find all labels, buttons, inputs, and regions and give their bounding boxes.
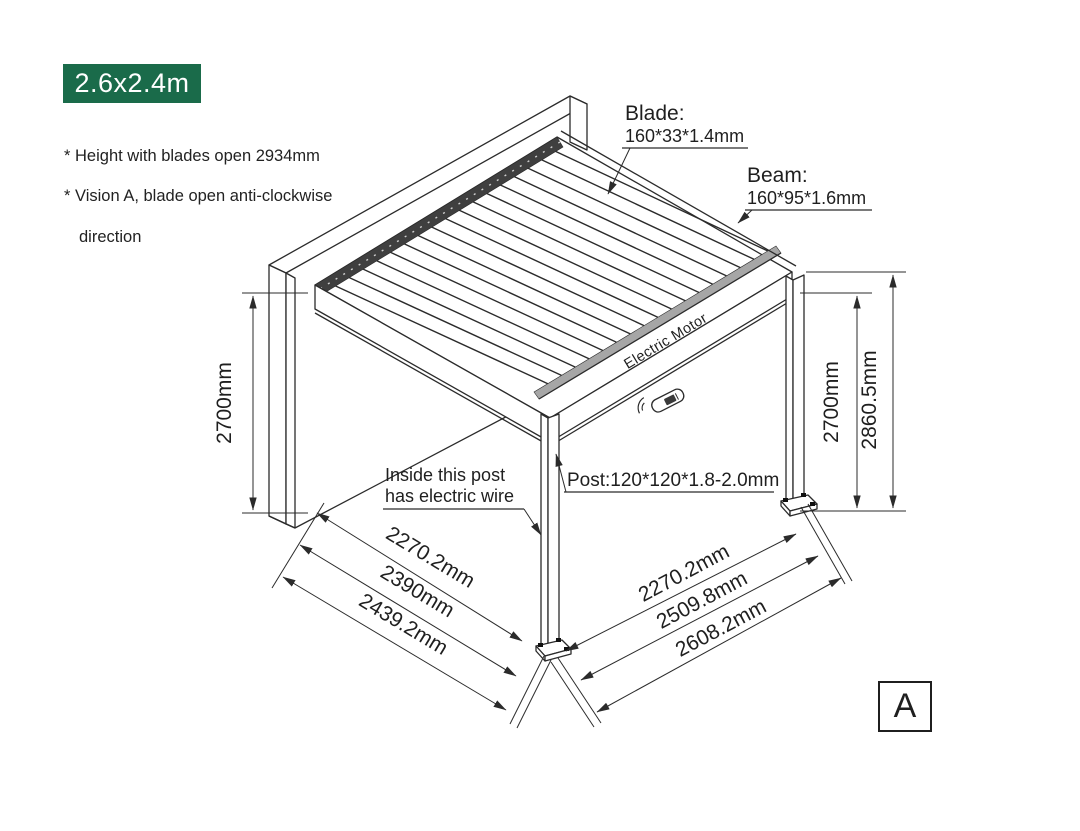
- louver-blade: [375, 259, 590, 360]
- louver-blade: [362, 268, 576, 368]
- roof-rim-line: [560, 130, 797, 267]
- louver-blade: [458, 209, 672, 310]
- footnote-height: * Height with blades open 2934mm: [64, 147, 320, 166]
- left-beam-lip: [314, 312, 551, 447]
- footnote-direction: direction: [79, 227, 142, 246]
- louver-blade: [513, 175, 727, 277]
- blade-callout-spec: 160*33*1.4mm: [625, 126, 744, 146]
- louvered-roof: [314, 130, 797, 447]
- louver-blade: [417, 234, 631, 335]
- size-badge-label: 2.6x2.4m: [74, 68, 190, 98]
- wall: [268, 95, 588, 529]
- louver-blade: [485, 192, 700, 294]
- post-callout-label: Post:120*120*1.8-2.0mm: [567, 470, 779, 491]
- louver-blade: [499, 184, 714, 285]
- louver-blades: [334, 150, 769, 385]
- anchor-bolt: [810, 502, 815, 506]
- dim-left-height-value: 2700mm: [213, 362, 236, 444]
- wire-callout-line2: has electric wire: [385, 486, 514, 506]
- louver-blade: [554, 150, 769, 252]
- size-badge: 2.6x2.4m: [63, 64, 201, 103]
- dimension-left-depths: 2270.2mm 2390mm 2439.2mm: [271, 502, 552, 729]
- louver-blade: [334, 284, 549, 385]
- anchor-bolt: [538, 643, 543, 647]
- louver-blade: [389, 251, 604, 352]
- louver-blade: [430, 226, 645, 327]
- dimension-left-height: 2700mm: [213, 292, 308, 514]
- dim-right-inner-value: 2700mm: [820, 361, 843, 443]
- remote-control-icon: [637, 388, 685, 414]
- dim-right-outer-value: 2860.5mm: [858, 350, 881, 449]
- anchor-bolt: [801, 493, 806, 497]
- dimension-right-widths: 2270.2mm 2509.8mm 2608.2mm: [550, 503, 853, 728]
- callout-beam: Beam: 160*95*1.6mm: [737, 164, 872, 224]
- callout-blade: Blade: 160*33*1.4mm: [607, 102, 748, 195]
- blade-callout-title: Blade:: [625, 102, 685, 125]
- louver-blade: [403, 242, 617, 343]
- beam-callout-spec: 160*95*1.6mm: [747, 188, 866, 208]
- louver-blade: [348, 276, 562, 377]
- callout-electric-wire: Inside this post has electric wire: [383, 465, 542, 536]
- footnotes: * Height with blades open 2934mm * Visio…: [64, 126, 332, 267]
- view-marker: A: [878, 681, 932, 732]
- right-post: [780, 274, 818, 517]
- front-beam-lip: [549, 299, 793, 447]
- view-marker-letter: A: [894, 687, 917, 725]
- wall-floor-line: [294, 399, 539, 529]
- anchor-bolt: [783, 498, 788, 502]
- callout-post: Post:120*120*1.8-2.0mm: [555, 453, 779, 493]
- louver-blade: [472, 200, 686, 302]
- louver-blade: [444, 217, 659, 318]
- footnote-vision: * Vision A, blade open anti-clockwise: [64, 187, 333, 206]
- beam-band-inner-edge: [538, 252, 782, 400]
- front-post: [535, 413, 572, 662]
- louver-blade: [540, 158, 755, 260]
- beam-callout-title: Beam:: [747, 164, 808, 187]
- wire-callout-line1: Inside this post: [385, 465, 505, 485]
- louver-blade: [527, 167, 741, 269]
- anchor-bolt: [556, 638, 561, 642]
- dimension-right-heights: 2700mm 2860.5mm: [800, 271, 906, 512]
